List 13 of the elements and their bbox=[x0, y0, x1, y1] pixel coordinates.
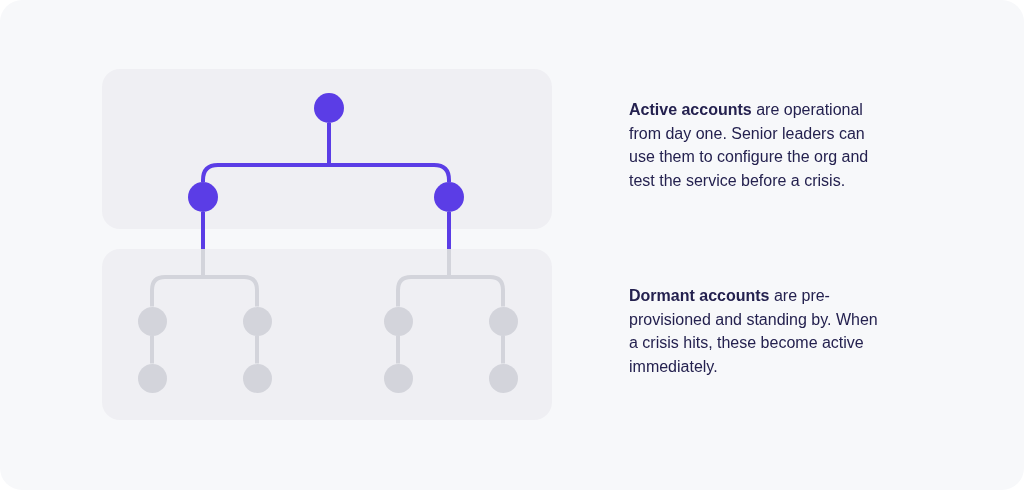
account-panel bbox=[102, 249, 552, 420]
description-text: Dormant accounts are pre-provisioned and standing by. When a crisis hits, these become active immediately. bbox=[629, 286, 879, 377]
connector-line bbox=[449, 275, 505, 307]
connector-line bbox=[201, 212, 205, 277]
description-text: Active accounts are operational from day one. Senior leaders can use them to configure the org and test the service before a crisis. bbox=[629, 100, 870, 191]
connector-line bbox=[203, 275, 259, 307]
connector-line bbox=[150, 275, 203, 307]
connector-line bbox=[396, 275, 449, 307]
account-panel bbox=[102, 69, 552, 229]
connector-line bbox=[447, 212, 451, 277]
connector-line bbox=[327, 123, 331, 165]
connector-line bbox=[329, 163, 451, 183]
connector-line bbox=[201, 163, 329, 183]
